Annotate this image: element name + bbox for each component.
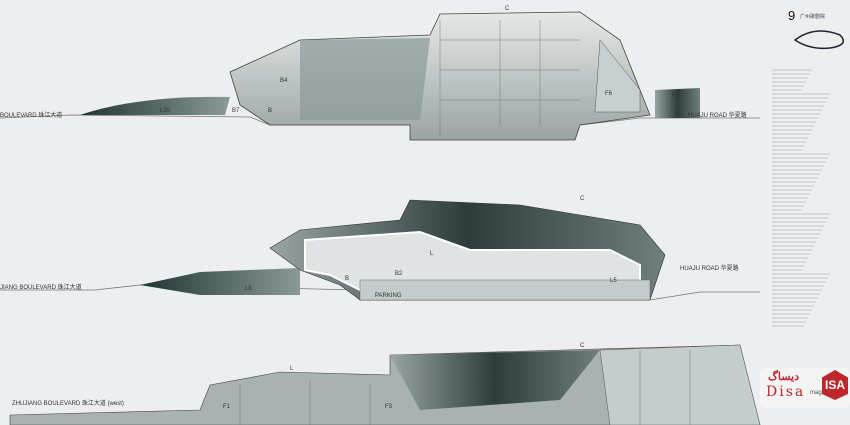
label-f3: F3 (385, 404, 393, 410)
road-label-left: BOULEVARD 珠江大道 (0, 111, 62, 119)
label-parking: PARKING (375, 293, 402, 299)
label-l: L (290, 366, 294, 372)
watermark-mag: mag (810, 390, 822, 396)
section-middle: C L L8 B B2 L5 PARKING JIANG BOULEVARD 珠… (0, 196, 760, 301)
road-label-right: HUAJU ROAD 华夏路 (680, 264, 739, 272)
watermark-en: Disa (766, 384, 806, 400)
sheet-title: 广州歌剧院 (800, 13, 825, 20)
road-label-right: HUAJU ROAD 华夏路 (688, 111, 747, 119)
label-b: B (345, 276, 349, 282)
label-l10: L10 (160, 108, 171, 114)
label-b2: B2 (395, 271, 403, 277)
label-l: L (430, 251, 434, 257)
isa-logo-icon: ISA (822, 370, 848, 400)
site-plan-icon (793, 30, 845, 50)
section-top: BOULEVARD 珠江大道 L10 B7 B B4 C F6 F3 HUAJU… (0, 6, 760, 141)
label-f6: F6 (605, 91, 613, 97)
label-l8: L8 (245, 286, 252, 292)
road-label-left: ZHUJIANG BOULEVARD 珠江大道 (west) (12, 399, 124, 407)
label-f1: F1 (223, 404, 231, 410)
watermark-fa: دیساگ (768, 371, 799, 383)
label-b4: B4 (280, 78, 288, 84)
label-c: C (580, 343, 585, 349)
watermark-logo: دیساگ Disa mag ISA (760, 368, 850, 408)
label-l5: L5 (610, 278, 617, 284)
label-f3: F3 (672, 93, 680, 99)
label-b7: B7 (232, 108, 240, 114)
label-c: C (580, 196, 585, 202)
legend-column: 9 广州歌剧院 (772, 8, 845, 327)
section-bottom: L C F1 F3 ZHUJIANG BOULEVARD 珠江大道 (west) (9, 343, 761, 425)
sheet-number: 9 (788, 8, 795, 23)
road-label-left: JIANG BOULEVARD 珠江大道 (0, 283, 82, 291)
label-c: C (505, 6, 510, 12)
label-b: B (268, 108, 272, 114)
